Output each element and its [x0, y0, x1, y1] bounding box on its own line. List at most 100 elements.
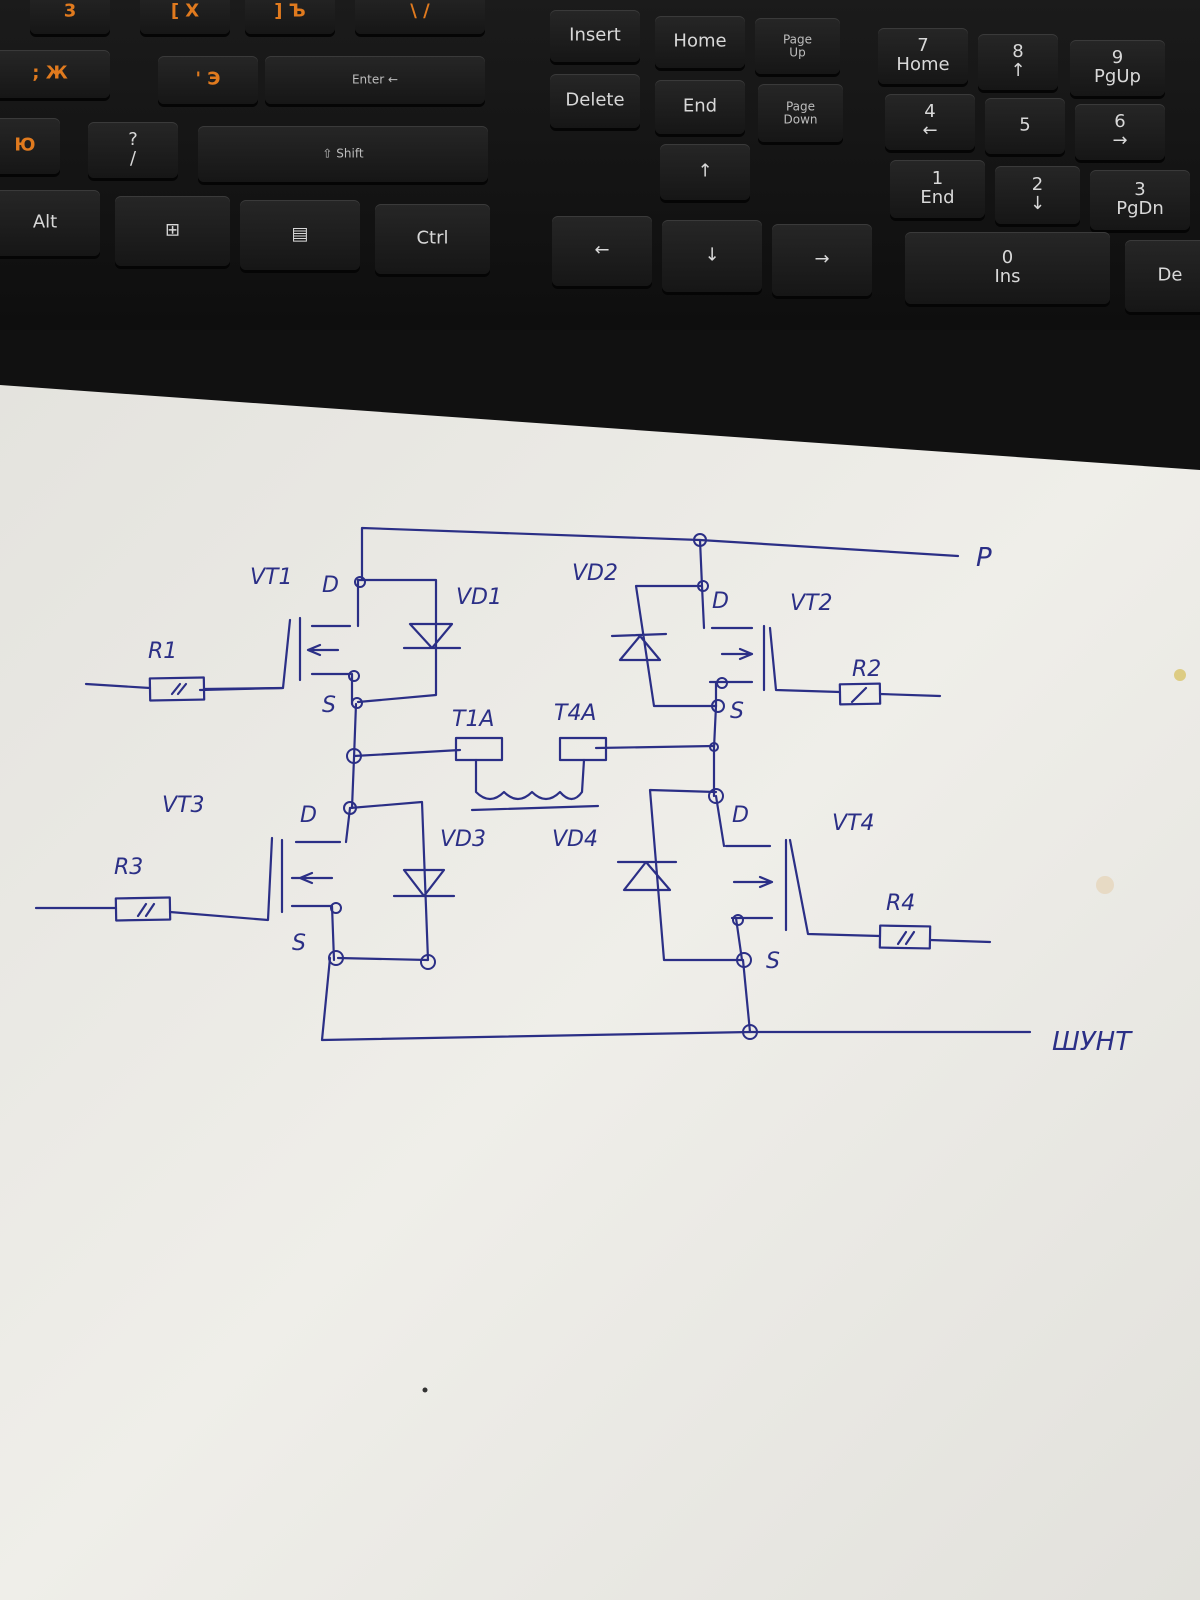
key-label: 1 End — [920, 168, 955, 208]
key-label: Page Down — [783, 99, 818, 126]
key-label: Ctrl — [416, 227, 449, 249]
key-label: \ / — [410, 0, 430, 22]
key-win: ⊞ — [115, 196, 230, 266]
key-alt: Alt — [0, 190, 100, 256]
key-num1: 1 End — [890, 160, 985, 218]
label-vd2: VD2 — [572, 561, 618, 586]
label-shunt: ШУНТ — [1052, 1027, 1133, 1057]
key-up: ↑ — [660, 144, 750, 200]
key-zh: ; Ж — [0, 50, 110, 98]
r1-wire — [84, 682, 284, 691]
r1-resistor — [148, 676, 206, 702]
paper-surface — [0, 385, 1200, 1600]
key-num2: 2 ↓ — [995, 166, 1080, 224]
key-down: ↓ — [662, 220, 762, 292]
key-delete: Delete — [550, 74, 640, 128]
vt4-mosfet — [714, 794, 788, 962]
r4-wire — [896, 930, 992, 946]
r4-resistor — [878, 924, 932, 950]
vt2-gate-wire — [768, 626, 842, 694]
t1a-terminal — [454, 736, 504, 762]
key-left: ← — [552, 216, 652, 286]
r3-resistor — [114, 896, 172, 922]
vt3-gate-wire — [168, 836, 274, 922]
key-label: Delete — [565, 89, 625, 111]
junction-dots — [328, 533, 758, 1040]
key-3: 3 — [30, 0, 110, 34]
key-ctrl: Ctrl — [375, 204, 490, 274]
paper-stain — [1096, 876, 1114, 894]
key-enter: Enter ← — [265, 56, 485, 104]
paper-speck — [422, 1387, 428, 1393]
label-t1a: T1A — [452, 707, 495, 732]
wire-vt4-source — [741, 958, 752, 1034]
key-label: 9 PgUp — [1094, 47, 1141, 87]
label-t4a: T4A — [554, 701, 597, 726]
key-right: → — [772, 224, 872, 296]
key-pageup: Page Up — [755, 18, 840, 74]
key-num6: 6 → — [1075, 104, 1165, 160]
key-x: [ Х — [140, 0, 230, 34]
key-hard-sign: ] Ъ — [245, 0, 335, 34]
key-e: ' Э — [158, 56, 258, 104]
transformer-winding — [470, 758, 600, 812]
key-pagedown: Page Down — [758, 84, 843, 142]
label-r2: R2 — [852, 657, 881, 682]
wire-shunt-rail — [320, 956, 1032, 1042]
schematic-labels: VT1 D VD1 VD2 D VT2 R1 S R2 S T1A T4A VT… — [114, 543, 1133, 1057]
r2-wire — [850, 686, 942, 704]
key-menu: ▤ — [240, 200, 360, 270]
key-label: ; Ж — [32, 62, 68, 84]
label-vd3: VD3 — [440, 827, 486, 852]
wire-mid-t4a — [594, 744, 716, 750]
key-label: ⊞ — [164, 219, 181, 241]
vt1-mosfet — [298, 578, 360, 706]
key-label: ← — [594, 239, 610, 261]
key-num7: 7 Home — [878, 28, 968, 84]
key-label: End — [682, 95, 718, 117]
key-label: Page Up — [782, 32, 813, 59]
key-label: 5 — [1019, 114, 1031, 136]
key-label: 6 → — [1112, 111, 1128, 151]
key-question: ? / — [88, 122, 178, 178]
label-d4: D — [732, 803, 749, 828]
label-vt4: VT4 — [832, 811, 875, 836]
vt3-mosfet — [280, 806, 352, 962]
key-del: De — [1125, 240, 1200, 312]
key-num8: 8 ↑ — [978, 34, 1058, 90]
vt2-mosfet — [700, 584, 766, 708]
label-p: P — [976, 543, 992, 573]
key-shift: ⇧ Shift — [198, 126, 488, 182]
key-label: 8 ↑ — [1010, 41, 1026, 81]
key-label: 3 PgDn — [1116, 179, 1164, 219]
label-s4: S — [766, 949, 780, 974]
keyboard: 3 [ Х ] Ъ \ / Insert Home Page Up 7 Home 8 ↑ 9 Pg… — [0, 0, 1200, 330]
key-label: Alt — [32, 211, 58, 233]
key-label: ? / — [128, 129, 138, 169]
key-num9: 9 PgUp — [1070, 40, 1165, 96]
label-r3: R3 — [114, 855, 143, 880]
vd4-diode — [616, 788, 744, 962]
key-yu: Ю — [0, 118, 60, 174]
label-vd4: VD4 — [552, 827, 598, 852]
label-r1: R1 — [148, 639, 177, 664]
key-label: Insert — [569, 24, 621, 46]
key-num0: 0 Ins — [905, 232, 1110, 304]
label-s3: S — [292, 931, 306, 956]
key-label: ↓ — [704, 244, 720, 266]
key-label: ▤ — [291, 223, 309, 245]
circuit-schematic — [34, 526, 1032, 1042]
label-d2: D — [712, 589, 729, 614]
label-vd1: VD1 — [456, 585, 502, 610]
key-backslash: \ / — [355, 0, 485, 34]
label-vt1: VT1 — [250, 565, 293, 590]
key-label: Home — [673, 30, 727, 52]
key-num3: 3 PgDn — [1090, 170, 1190, 230]
key-label: Ю — [14, 134, 36, 156]
wire-mid-t1a — [352, 748, 462, 758]
vt4-gate-wire — [788, 838, 882, 938]
key-label: ↑ — [697, 160, 713, 182]
label-r4: R4 — [886, 891, 915, 916]
label-d1: D — [322, 573, 339, 598]
